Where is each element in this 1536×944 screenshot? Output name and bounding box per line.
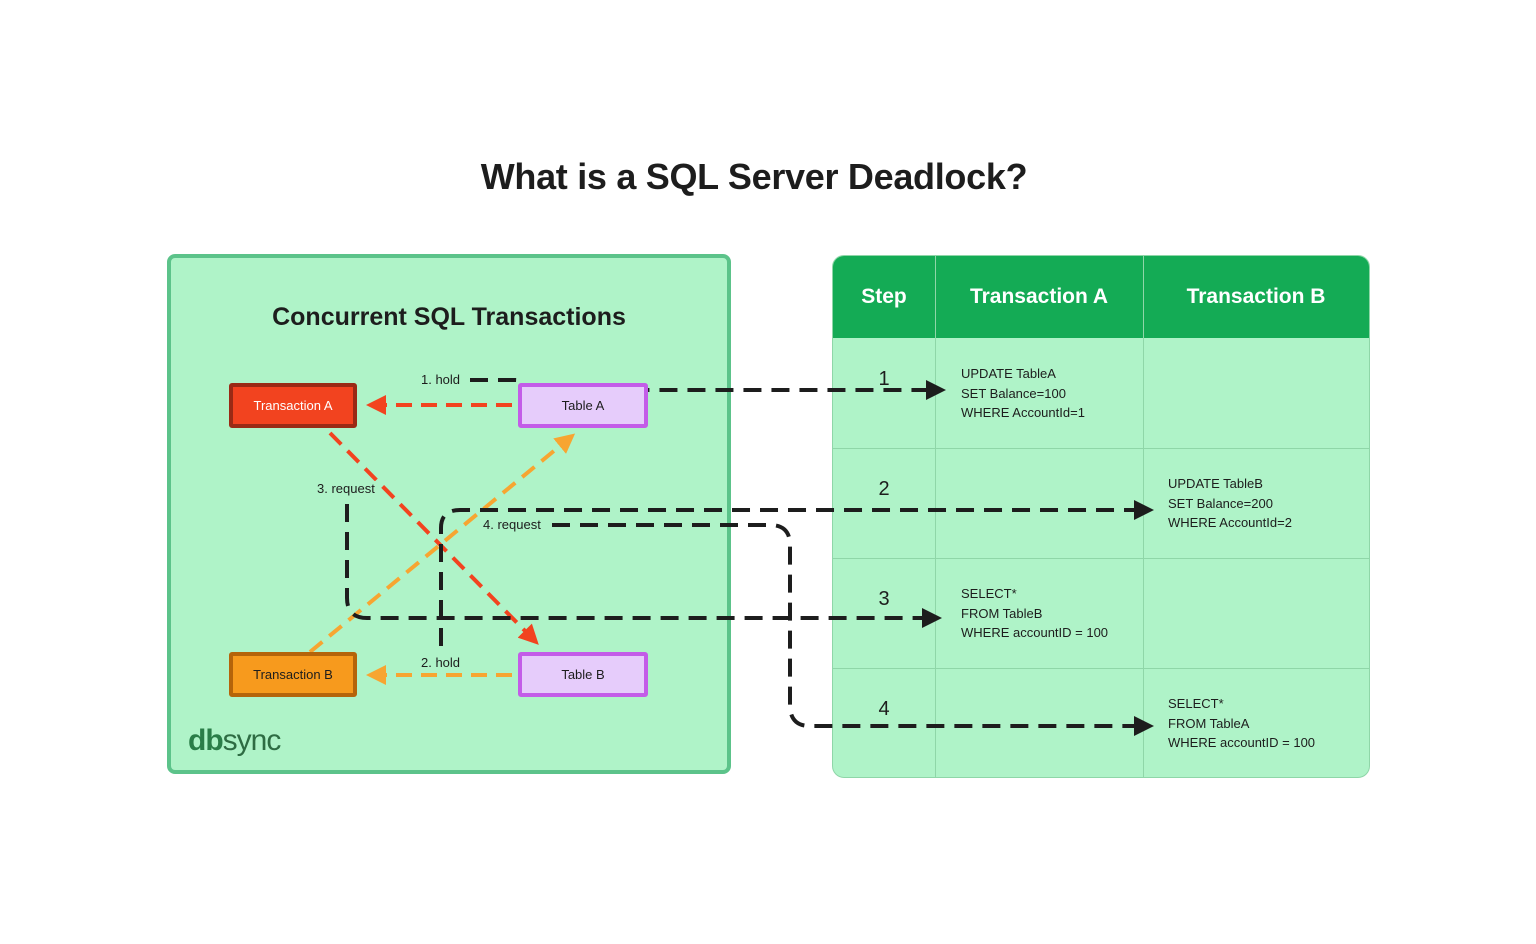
- step-4-number: 4: [878, 698, 890, 720]
- step-4-transaction-b-sql: SELECT* FROM TableA WHERE accountID = 10…: [1168, 696, 1316, 750]
- step-4-connector: [552, 523, 1154, 736]
- step-1-transaction-a-sql: UPDATE TableA SET Balance=100 WHERE Acco…: [961, 366, 1085, 420]
- hold-2-label: 2. hold: [418, 655, 464, 671]
- request-4-label: 4. request: [480, 517, 544, 533]
- header-transaction-a: Transaction A: [935, 256, 1143, 338]
- table-a-box: Table A: [518, 383, 648, 428]
- request-3-label: 3. request: [314, 481, 378, 497]
- page-title: What is a SQL Server Deadlock?: [480, 156, 1028, 197]
- hold-1-label: 1. hold: [418, 372, 464, 388]
- column-divider: [935, 256, 936, 777]
- step-3-transaction-a-sql: SELECT* FROM TableB WHERE accountID = 10…: [961, 586, 1109, 640]
- table-b-box: Table B: [518, 652, 648, 697]
- transaction-b-box: Transaction B: [229, 652, 357, 697]
- steps-table: Step Transaction A Transaction B 1 2 3 4…: [832, 255, 1370, 778]
- step-3-number: 3: [878, 588, 890, 610]
- header-transaction-b: Transaction B: [1143, 256, 1369, 338]
- panel-title: Concurrent SQL Transactions: [272, 303, 626, 331]
- step-1-number: 1: [878, 368, 890, 390]
- row-divider: [833, 558, 1369, 559]
- header-step: Step: [833, 256, 935, 338]
- dbsync-logo: dbsync: [188, 724, 281, 757]
- transaction-a-box: Transaction A: [229, 383, 357, 428]
- step-2-number: 2: [878, 478, 890, 500]
- step-2-connector: [439, 500, 1154, 646]
- step-2-transaction-b-sql: UPDATE TableB SET Balance=200 WHERE Acco…: [1168, 476, 1292, 530]
- row-divider: [833, 668, 1369, 669]
- step-3-connector: [345, 504, 942, 628]
- row-divider: [833, 448, 1369, 449]
